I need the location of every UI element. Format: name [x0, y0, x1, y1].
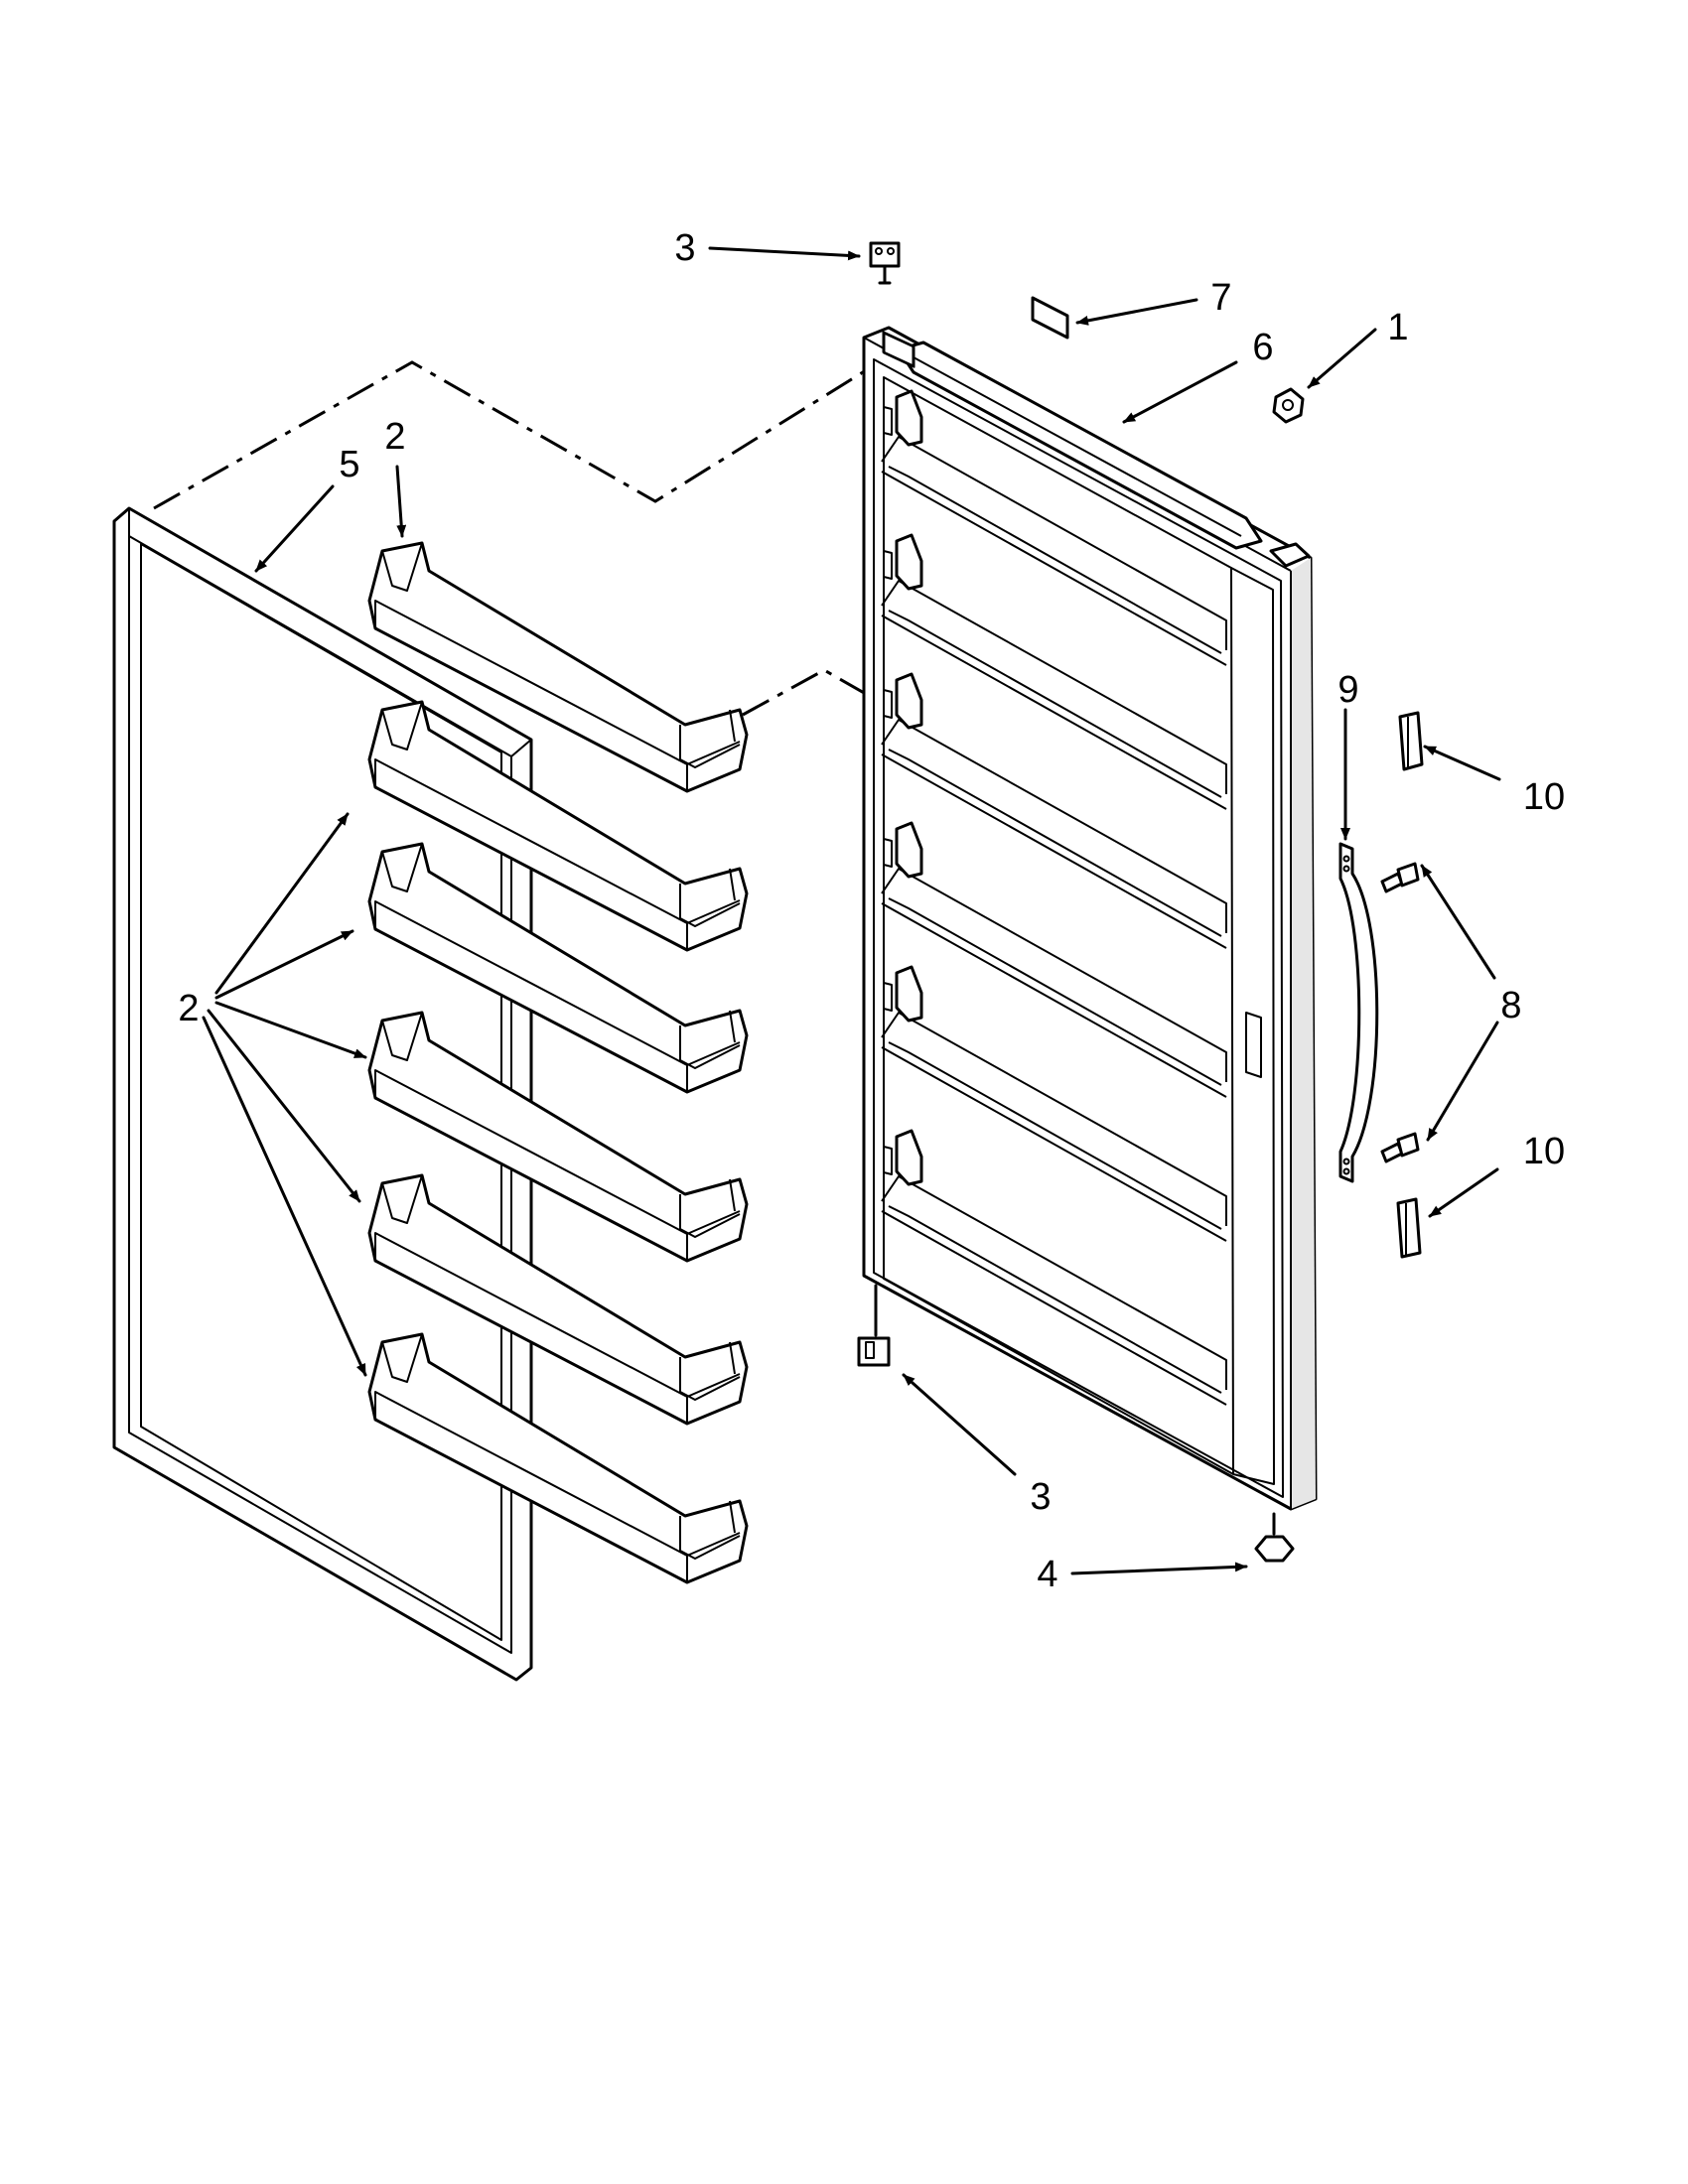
model-label: [1031, 296, 1069, 340]
callout-5: 5: [339, 444, 359, 485]
door-bin: [367, 1332, 749, 1584]
callout-7: 7: [1210, 277, 1231, 319]
handle-screw-bottom: [1380, 1132, 1420, 1163]
callout-9: 9: [1337, 669, 1358, 711]
door-panel: [862, 326, 1318, 1511]
door-bin: [367, 1011, 749, 1263]
door-bin: [367, 842, 749, 1094]
door-bin: [367, 700, 749, 952]
liner-shelf-ledge: [881, 533, 1227, 810]
callout-2-top: 2: [384, 416, 405, 458]
door-handle: [1338, 842, 1379, 1183]
handle-screw-top: [1380, 862, 1420, 893]
callout-10-top: 10: [1523, 776, 1565, 818]
callout-4: 4: [1037, 1554, 1057, 1595]
liner-shelf-ledge: [881, 821, 1227, 1098]
hinge-bottom: [857, 1284, 891, 1367]
callout-8: 8: [1500, 985, 1521, 1026]
liner-shelf-ledge: [881, 672, 1227, 949]
handle-end-cap-bottom: [1396, 1197, 1422, 1259]
leader-lines: [202, 246, 1501, 1575]
callout-1: 1: [1387, 307, 1408, 348]
door-bin: [367, 541, 749, 793]
door-bin: [367, 1173, 749, 1426]
handle-end-cap-top: [1398, 711, 1424, 771]
hinge-top: [869, 241, 901, 285]
liner-shelf-ledge: [881, 1129, 1227, 1406]
callout-10-bottom: 10: [1523, 1131, 1565, 1172]
assembly-dash-line-top: [153, 360, 880, 510]
hole-plug: [1272, 387, 1305, 424]
callout-3-top: 3: [674, 227, 695, 269]
callout-6: 6: [1252, 327, 1273, 368]
callout-3-bottom: 3: [1030, 1476, 1051, 1518]
door-stop-foot: [1254, 1512, 1295, 1563]
callout-2-left: 2: [178, 988, 199, 1029]
door-bins: [367, 541, 749, 1584]
liner-shelf-ledge: [881, 389, 1227, 666]
liner-shelf-ledge: [881, 965, 1227, 1242]
